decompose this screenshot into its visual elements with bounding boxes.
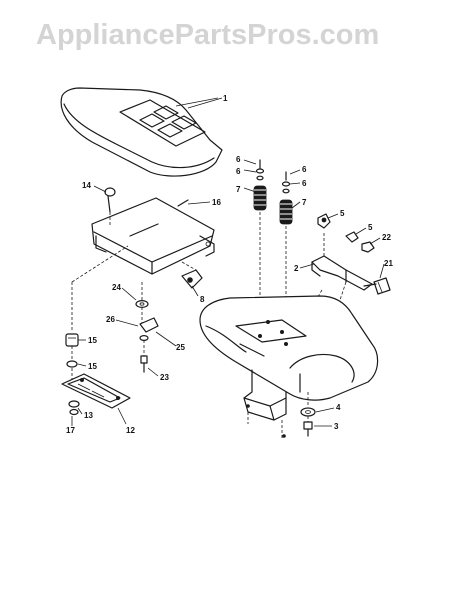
pivot-part bbox=[139, 317, 159, 342]
callout-15: 15 bbox=[88, 336, 97, 345]
seat-rail-part bbox=[61, 373, 131, 409]
callout-23: 23 bbox=[160, 373, 169, 382]
spring-hardware-part bbox=[255, 159, 291, 194]
callout-6: 6 bbox=[302, 179, 307, 188]
fender-frame-part bbox=[199, 295, 379, 401]
callout-22: 22 bbox=[382, 233, 391, 242]
callout-24: 24 bbox=[112, 283, 121, 292]
bushing-part bbox=[65, 333, 79, 380]
bracket-part bbox=[181, 269, 203, 289]
callout-7: 7 bbox=[236, 185, 241, 194]
frame-mount-part bbox=[243, 369, 287, 438]
seat-pan-part bbox=[91, 197, 215, 275]
callout-3: 3 bbox=[334, 422, 339, 431]
leader-lines bbox=[71, 97, 385, 427]
washer-part bbox=[135, 300, 149, 309]
watermark: AppliancePartsPros.com bbox=[36, 19, 379, 51]
callout-5: 5 bbox=[368, 223, 373, 232]
callout-6: 6 bbox=[236, 155, 241, 164]
callout-7: 7 bbox=[302, 198, 307, 207]
callout-12: 12 bbox=[126, 426, 135, 435]
seat-part bbox=[60, 87, 223, 177]
nut-part bbox=[361, 241, 375, 253]
bolt-part bbox=[303, 421, 313, 437]
seat-bracket-part bbox=[311, 232, 373, 301]
bolt-part bbox=[140, 355, 148, 373]
spacer-part bbox=[68, 400, 80, 416]
knob-part bbox=[104, 187, 116, 213]
callout-16: 16 bbox=[212, 198, 221, 207]
callout-5: 5 bbox=[340, 209, 345, 218]
callout-15: 15 bbox=[88, 362, 97, 371]
callout-labels: 1 6 6 6 6 7 7 14 16 5 5 22 2 21 8 24 26 … bbox=[66, 94, 393, 435]
callout-21: 21 bbox=[384, 259, 393, 268]
adjustment-knob-part bbox=[363, 277, 391, 295]
callout-17: 17 bbox=[66, 426, 75, 435]
callout-8: 8 bbox=[200, 295, 205, 304]
callout-2: 2 bbox=[294, 264, 299, 273]
clip-part bbox=[317, 213, 331, 229]
callout-25: 25 bbox=[176, 343, 185, 352]
spring-part bbox=[253, 185, 293, 225]
callout-14: 14 bbox=[82, 181, 91, 190]
callout-6: 6 bbox=[236, 167, 241, 176]
clip-part bbox=[345, 231, 359, 243]
callout-6: 6 bbox=[302, 165, 307, 174]
callout-1: 1 bbox=[223, 94, 228, 103]
callout-13: 13 bbox=[84, 411, 93, 420]
callout-26: 26 bbox=[106, 315, 115, 324]
callout-4: 4 bbox=[336, 403, 341, 412]
washer-part bbox=[300, 392, 316, 422]
